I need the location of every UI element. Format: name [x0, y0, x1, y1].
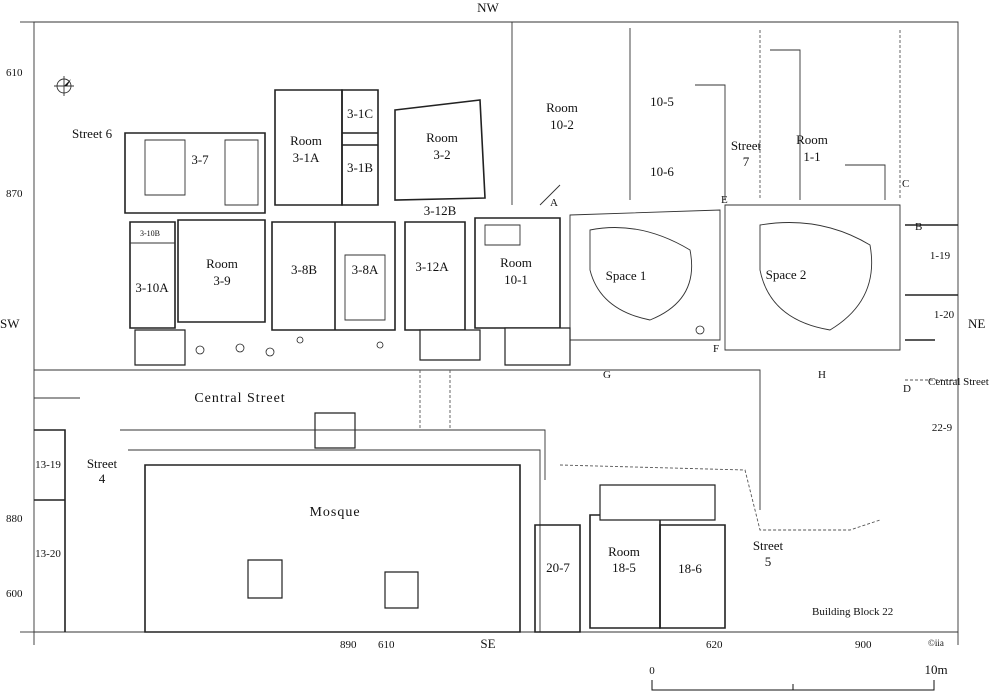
section-marker-g: G: [603, 369, 611, 381]
space-1-label: Space 1: [606, 268, 647, 283]
southeast-rooms: [534, 464, 881, 633]
section-marker-a: A: [550, 197, 558, 209]
tick-left-0: 610: [6, 67, 23, 79]
room-3-12b-label: 3-12B: [424, 203, 457, 218]
room-3-9-label-line2: 3-9: [213, 273, 230, 288]
room-10-1-label-line2: 10-1: [504, 272, 528, 287]
street-4-label-line2: 4: [99, 471, 106, 486]
room-3-10b-label: 3-10B: [140, 229, 160, 238]
room-1-20-label: 1-20: [934, 309, 955, 321]
tick-left-1: 870: [6, 188, 23, 200]
middle-block: [129, 204, 958, 351]
section-marker-e: E: [721, 194, 728, 206]
street-6-label: Street 6: [72, 126, 113, 141]
room-10-2-label-line1: Room: [546, 100, 578, 115]
section-marker-h: H: [818, 369, 826, 381]
room-20-7-label: 20-7: [546, 560, 570, 575]
room-10-6-label: 10-6: [650, 164, 674, 179]
tick-left-2: 880: [6, 513, 23, 525]
street-5-label-line2: 5: [765, 554, 772, 569]
room-3-8a-label: 3-8A: [352, 262, 379, 277]
room-13-19-label: 13-19: [35, 459, 61, 471]
tick-bottom-1: 610: [378, 639, 395, 651]
room-3-7-label: 3-7: [191, 152, 209, 167]
scale-start-label: 0: [649, 665, 655, 677]
section-marker-d: D: [903, 383, 911, 395]
room-10-1-label-line1: Room: [500, 255, 532, 270]
building-block-label: Building Block 22: [812, 606, 893, 618]
central-street-label: Central Street: [194, 391, 285, 406]
room-1-1-label-line2: 1-1: [803, 149, 820, 164]
tick-bottom-2: 620: [706, 639, 723, 651]
direction-sw: SW: [0, 316, 20, 331]
street-5-label-line1: Street: [753, 538, 784, 553]
section-marker-c: C: [902, 178, 909, 190]
tick-bottom-3: 900: [855, 639, 872, 651]
room-3-1b-label: 3-1B: [347, 160, 373, 175]
room-3-1a-label-line1: Room: [290, 133, 322, 148]
room-18-5-label-line2: 18-5: [612, 560, 636, 575]
compass-icon: [54, 76, 74, 96]
excavation-boundary: [20, 21, 959, 645]
scale-end-label: 10m: [924, 662, 947, 677]
direction-ne: NE: [968, 316, 985, 331]
room-18-5-label-line1: Room: [608, 544, 640, 559]
room-3-1a-label-line2: 3-1A: [293, 150, 320, 165]
direction-se: SE: [480, 636, 495, 651]
tick-left-3: 600: [6, 588, 23, 600]
room-3-2-label-line1: Room: [426, 130, 458, 145]
direction-nw: NW: [477, 0, 499, 15]
tick-bottom-0: 890: [340, 639, 357, 651]
room-3-12a-label: 3-12A: [415, 259, 449, 274]
plan-labels: NW SW NE SE 610 870 880 600 890 610 620 …: [0, 0, 989, 651]
north-block: [124, 22, 901, 214]
room-3-10a-label: 3-10A: [135, 280, 169, 295]
room-13-20-label: 13-20: [35, 548, 61, 560]
central-street-edges: [34, 369, 958, 510]
room-10-2-label-line2: 10-2: [550, 117, 574, 132]
street-7-label-line1: Street: [731, 138, 762, 153]
copyright-label: ©iia: [928, 638, 944, 648]
room-1-1-label-line1: Room: [796, 132, 828, 147]
section-marker-b: B: [915, 221, 922, 233]
mosque-block: [128, 449, 541, 633]
room-3-1c-label: 3-1C: [347, 106, 373, 121]
west-rooms: [34, 397, 80, 632]
room-1-19-label: 1-19: [930, 250, 951, 262]
central-street-label-right: Central Street: [928, 376, 989, 388]
stone-features: [134, 325, 705, 449]
room-3-2-label-line2: 3-2: [433, 147, 450, 162]
street-4-label-line1: Street: [87, 456, 118, 471]
section-marker-f: F: [713, 343, 719, 355]
room-18-6-label: 18-6: [678, 561, 702, 576]
room-22-9-label: 22-9: [932, 422, 953, 434]
room-3-8b-label: 3-8B: [291, 262, 317, 277]
mosque-label: Mosque: [309, 505, 360, 520]
room-10-5-label: 10-5: [650, 94, 674, 109]
scale-bar: 0 10m: [649, 662, 948, 691]
street-7-label-line2: 7: [743, 154, 750, 169]
space-2-label: Space 2: [766, 267, 807, 282]
room-3-9-label-line1: Room: [206, 256, 238, 271]
